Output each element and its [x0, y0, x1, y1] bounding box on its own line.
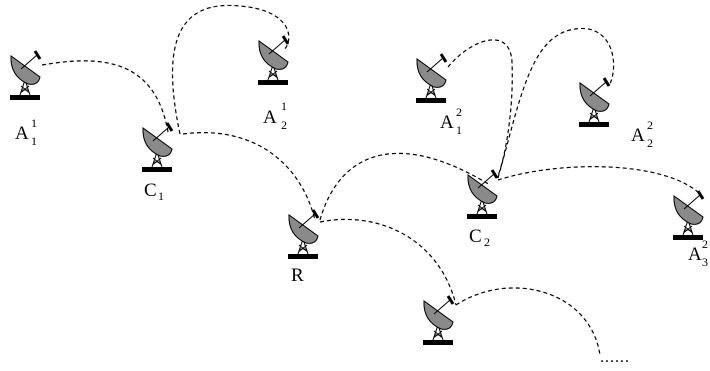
- satellite-dish-icon: [8, 49, 42, 102]
- label-a2-1: A 2 1: [440, 105, 462, 137]
- links: [41, 4, 704, 356]
- svg-text:2: 2: [647, 136, 653, 150]
- svg-text:2: 2: [702, 237, 708, 251]
- svg-text:A: A: [688, 244, 702, 265]
- svg-text:A: A: [15, 123, 29, 144]
- svg-text:C: C: [469, 226, 482, 247]
- label-a2-2: A 2 2: [631, 118, 653, 150]
- svg-text:3: 3: [702, 255, 708, 269]
- svg-text:2: 2: [484, 235, 490, 249]
- link-r-x: [319, 218, 457, 306]
- link-c1-a1-1: [41, 60, 169, 133]
- node-a2-1: [414, 52, 448, 105]
- node-a1-1: [8, 49, 42, 102]
- node-a2-2: [577, 76, 611, 129]
- label-r: R: [291, 265, 304, 286]
- link-x-continuation: [455, 287, 601, 356]
- svg-text:A: A: [440, 112, 454, 133]
- svg-text:C: C: [144, 180, 157, 201]
- node-r: [286, 208, 320, 261]
- link-c1-a1-2: [171, 4, 290, 135]
- svg-text:1: 1: [456, 123, 462, 137]
- link-r-c1: [182, 132, 316, 221]
- satellite-dish-icon: [421, 294, 455, 347]
- svg-text:R: R: [291, 265, 304, 286]
- svg-text:2: 2: [647, 118, 653, 132]
- svg-text:A: A: [263, 107, 277, 128]
- label-c1: C 1: [144, 180, 164, 203]
- link-r-c2: [319, 152, 491, 221]
- svg-text:1: 1: [31, 116, 37, 130]
- satellite-dish-icon: [414, 52, 448, 105]
- node-c2: [465, 168, 499, 221]
- satellite-dish-icon: [256, 34, 290, 87]
- satellite-dish-icon: [577, 76, 611, 129]
- node-a1-2: [256, 34, 290, 87]
- continuation-dots: ......: [600, 349, 630, 366]
- svg-text:1: 1: [281, 99, 287, 113]
- satellite-dish-icon: [671, 189, 705, 242]
- node-a2-3: [671, 189, 705, 242]
- svg-text:2: 2: [281, 118, 287, 132]
- satellite-dish-icon: [286, 208, 320, 261]
- label-c2: C 2: [469, 226, 490, 249]
- label-a1-2: A 1 2: [263, 99, 287, 132]
- svg-text:2: 2: [456, 105, 462, 119]
- svg-text:1: 1: [31, 134, 37, 148]
- label-a2-3: A 2 3: [688, 237, 708, 269]
- svg-text:A: A: [631, 125, 645, 146]
- link-c2-a2-3: [497, 166, 704, 198]
- svg-text:1: 1: [158, 189, 164, 203]
- label-a1-1: A 1 1: [15, 116, 37, 148]
- node-x: [421, 294, 455, 347]
- satellite-dish-icon: [465, 168, 499, 221]
